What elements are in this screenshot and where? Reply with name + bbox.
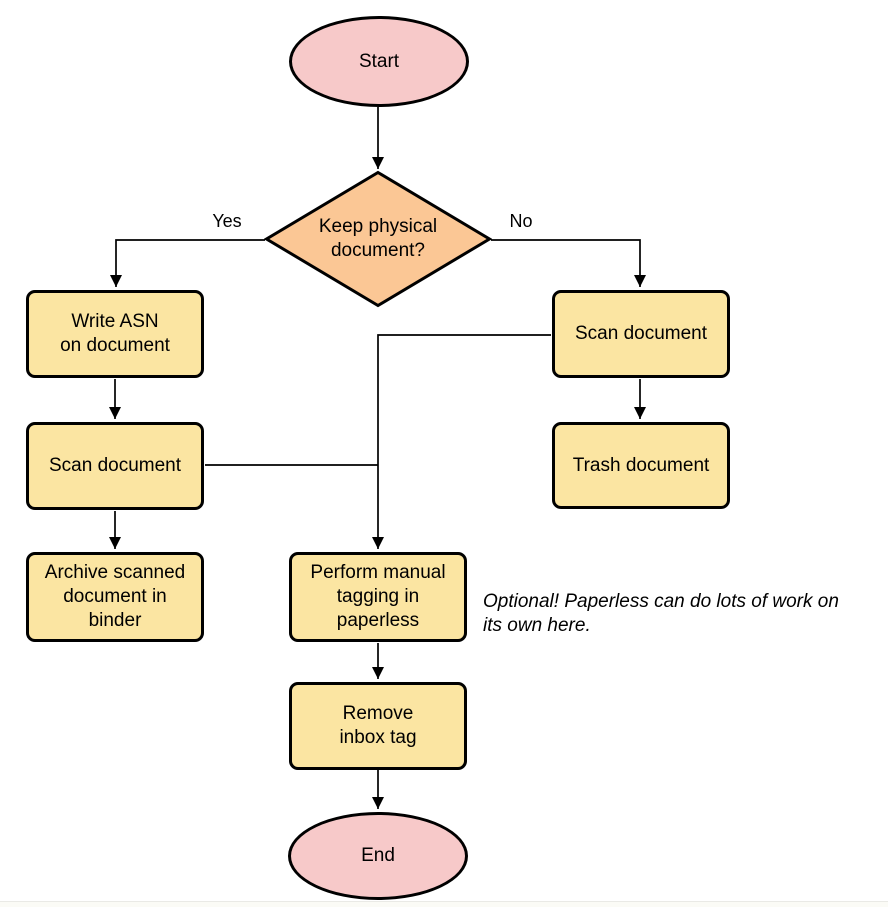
edge-decision-no (491, 239, 646, 287)
page-edge-strip (0, 902, 888, 907)
decision-diamond-polygon (264, 170, 492, 308)
node-decision-keep-physical-document: Keep physical document? (264, 170, 492, 308)
page-edge-line (0, 901, 888, 902)
edge-decision-yes (110, 239, 265, 287)
node-write-asn-on-document: Write ASN on document (26, 290, 204, 378)
node-perform-manual-tagging: Perform manual tagging in paperless (289, 552, 467, 642)
edge-label-no: No (509, 211, 533, 231)
node-trash-document: Trash document (552, 422, 730, 509)
decision-diamond-shape (264, 170, 492, 308)
node-start: Start (289, 16, 469, 107)
node-end: End (288, 812, 468, 900)
node-scan-document-right: Scan document (552, 290, 730, 378)
node-scan-document-left: Scan document (26, 422, 204, 510)
edge-scanright-to-tagging (372, 334, 551, 549)
node-remove-inbox-tag: Remove inbox tag (289, 682, 467, 770)
node-archive-scanned-document: Archive scanned document in binder (26, 552, 204, 642)
edge-label-yes: Yes (212, 211, 242, 231)
annotation-optional-paperless: Optional! Paperless can do lots of work … (483, 591, 839, 636)
decision-label: Keep physical document? (318, 216, 438, 261)
